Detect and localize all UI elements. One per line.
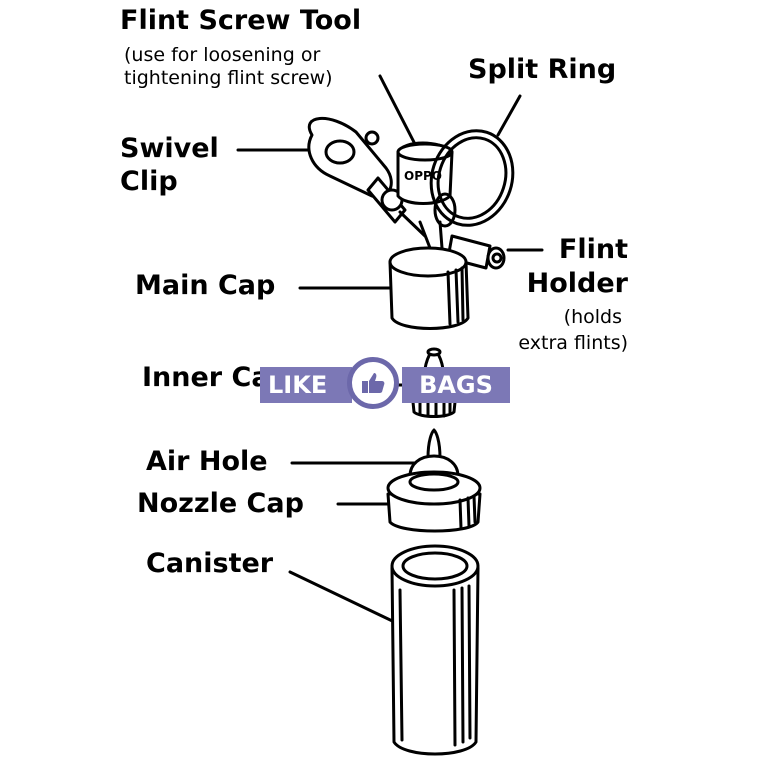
- label-flint-holder-note-line1: (holds: [563, 306, 622, 328]
- label-flint-screw-tool-note-line1: (use for loosening or: [124, 44, 321, 66]
- label-canister: Canister: [146, 548, 274, 579]
- label-flint-holder-line1: Flint: [558, 234, 628, 265]
- label-swivel-clip-line2: Clip: [120, 166, 178, 197]
- label-flint-screw-tool-note-line2: tightening flint screw): [124, 67, 333, 89]
- watermark: LIKE BAGS: [260, 357, 510, 409]
- label-main-cap: Main Cap: [135, 270, 276, 301]
- nozzle-cap-part: [386, 428, 482, 533]
- thumbs-up-icon: [362, 373, 385, 393]
- label-nozzle-cap: Nozzle Cap: [137, 488, 304, 519]
- svg-text:OPPO: OPPO: [404, 169, 442, 183]
- label-flint-screw-tool: Flint Screw Tool: [120, 5, 362, 36]
- split-ring-part: [429, 129, 515, 228]
- label-flint-holder-note-line2: extra flints): [518, 332, 628, 354]
- watermark-right-text: BAGS: [402, 367, 510, 403]
- label-split-ring: Split Ring: [468, 54, 617, 85]
- label-air-hole: Air Hole: [146, 446, 268, 477]
- main-cap-part: [388, 220, 470, 330]
- canister-part: [390, 544, 480, 756]
- watermark-left-text: LIKE: [260, 367, 352, 403]
- label-flint-holder-line2: Holder: [526, 268, 628, 299]
- label-swivel-clip-line1: Swivel: [120, 133, 219, 164]
- swivel-clip-part: [307, 117, 427, 238]
- watermark-badge: [347, 357, 399, 409]
